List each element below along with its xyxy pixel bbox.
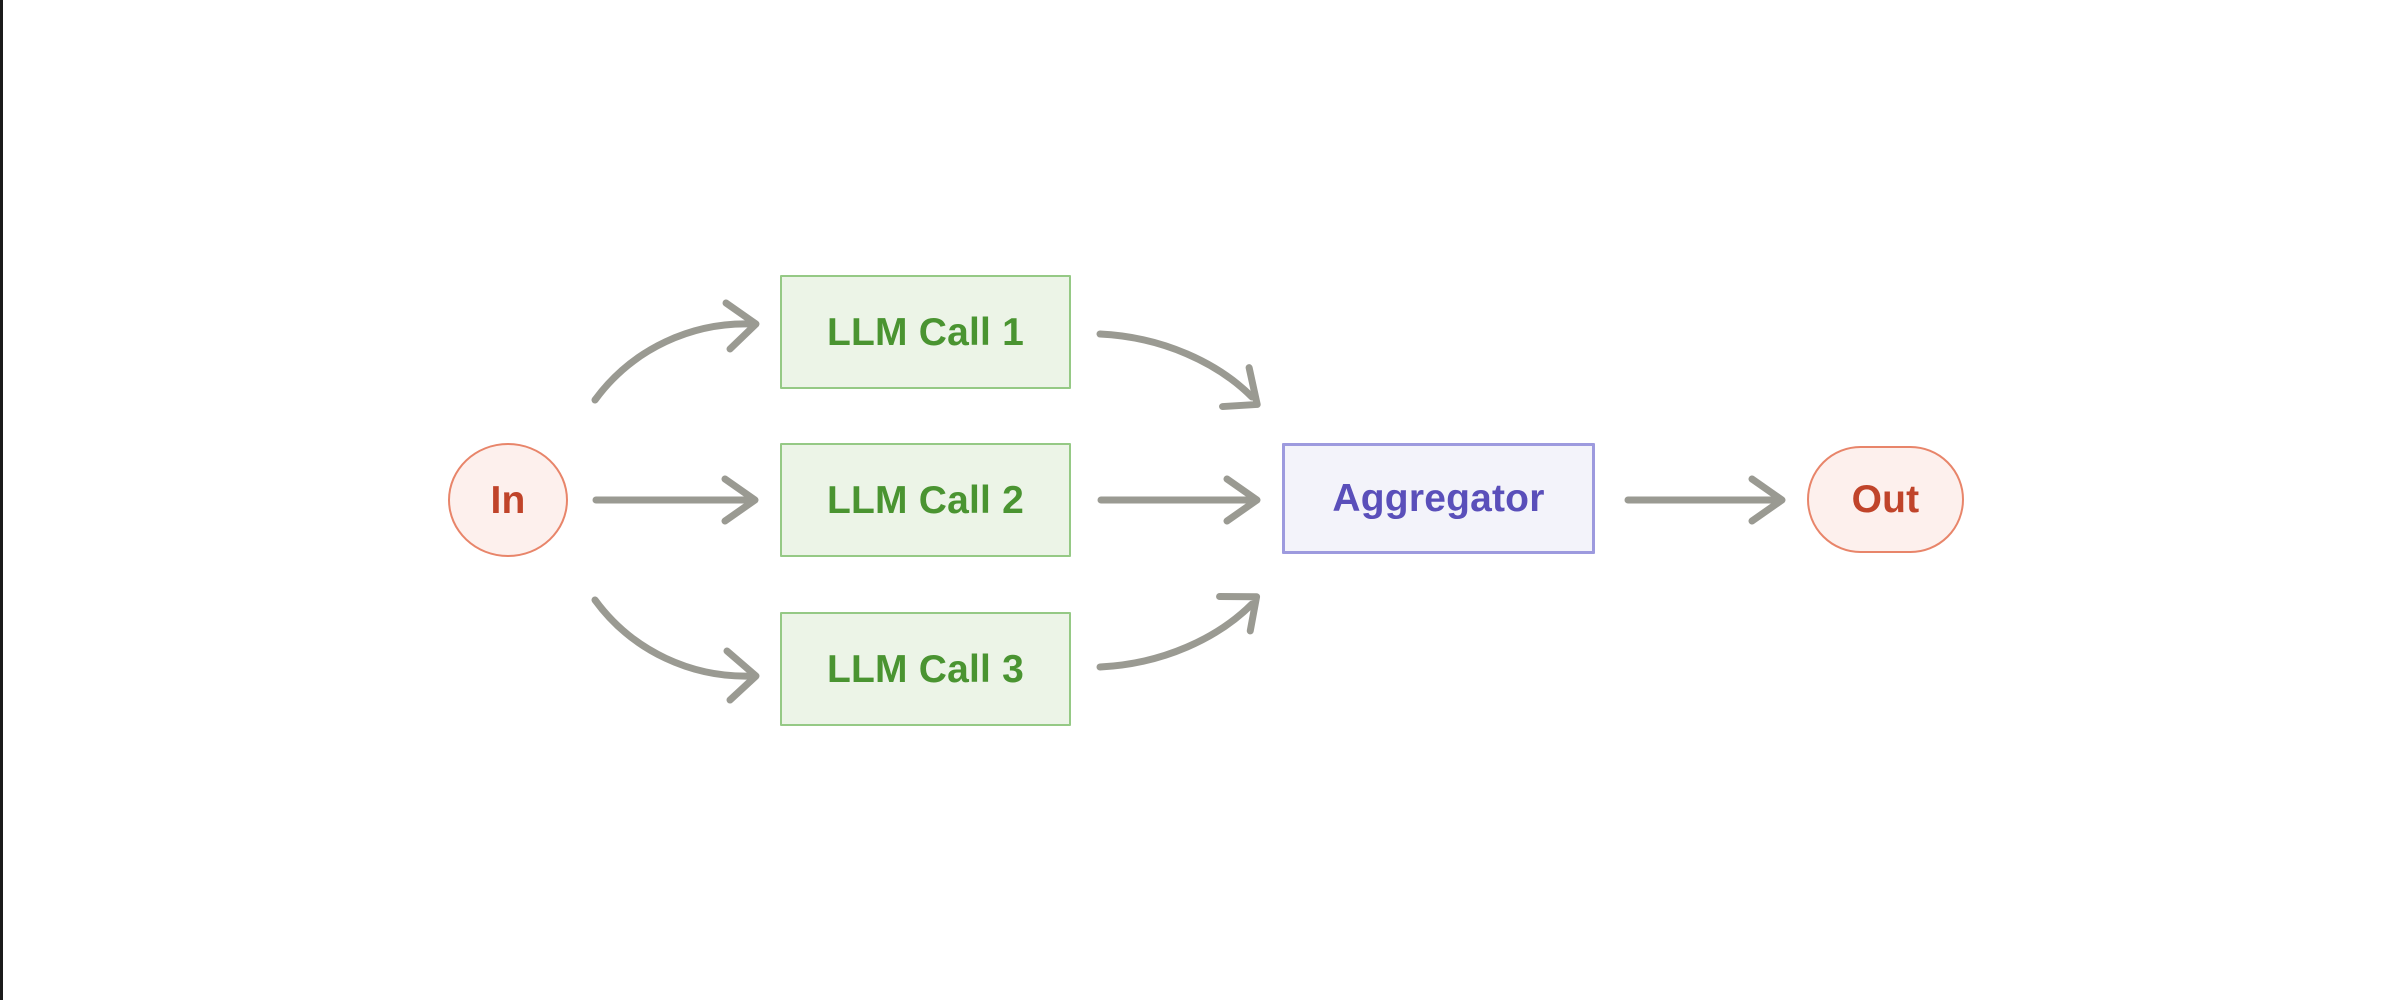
node-aggregator-label: Aggregator [1332, 477, 1545, 520]
node-llm-call-1[interactable]: LLM Call 1 [780, 275, 1071, 389]
edge-llm-call-2-aggregator [1097, 475, 1261, 525]
edge-in-llm-call-1 [591, 299, 760, 404]
node-llm-call-3-label: LLM Call 3 [826, 647, 1025, 691]
edge-in-llm-call-3 [591, 596, 760, 704]
edge-layer [591, 299, 1786, 704]
node-in[interactable]: In [448, 443, 568, 557]
node-llm-call-2-label: LLM Call 2 [826, 478, 1025, 522]
node-in-label: In [490, 478, 526, 522]
node-out[interactable]: Out [1807, 446, 1964, 553]
edge-llm-call-3-aggregator [1096, 592, 1261, 671]
edge-in-llm-call-2 [592, 475, 759, 525]
node-llm-call-2[interactable]: LLM Call 2 [780, 443, 1071, 557]
node-llm-call-3[interactable]: LLM Call 3 [780, 612, 1071, 726]
node-aggregator[interactable]: Aggregator [1282, 443, 1595, 554]
edge-aggregator-out [1624, 475, 1786, 525]
node-llm-call-1-label: LLM Call 1 [826, 310, 1025, 354]
node-out-label: Out [1851, 478, 1920, 521]
edge-llm-call-1-aggregator [1096, 330, 1261, 411]
